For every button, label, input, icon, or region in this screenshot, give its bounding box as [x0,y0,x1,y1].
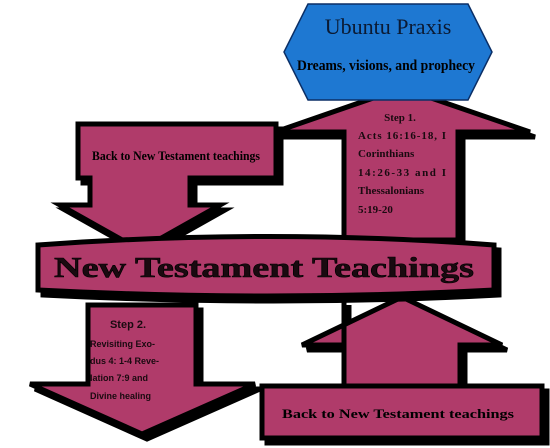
hexagon-subtitle: Dreams, visions, and prophecy [297,58,475,74]
back-arrow-bottom-right-up [300,294,504,398]
step2-line-3: lation 7:9 and [90,373,148,383]
hexagon-title: Ubuntu Praxis [325,14,452,39]
step2-heading: Step 2. [110,319,146,331]
step1-line-4: Thessalonians [358,185,425,197]
step1-line-5: 5:19-20 [358,204,393,216]
step2-line-1: Revisiting Exo- [90,339,155,349]
back-top-label: Back to New Testament teachings [92,148,260,163]
central-banner [35,234,497,299]
banner-label: New Testament Teachings [54,252,474,284]
step2-line-4: Divine healing [90,391,151,401]
back-bottom-label: Back to New Testament teachings [282,406,514,421]
back-box-bottom-right [259,383,545,441]
step1-heading: Step 1. [384,112,416,124]
step2-down-arrow [28,302,257,437]
step2-line-2: dus 4: 1-4 Reve- [90,356,159,366]
step1-up-arrow [274,85,531,243]
step1-line-1: Acts 16:16-18, I [358,130,446,142]
step1-line-3: 14:26-33 and I [358,167,446,179]
back-arrow-top-left [50,121,279,253]
ubuntu-praxis-hexagon [283,3,493,101]
step1-line-2: Corinthians [358,148,415,160]
